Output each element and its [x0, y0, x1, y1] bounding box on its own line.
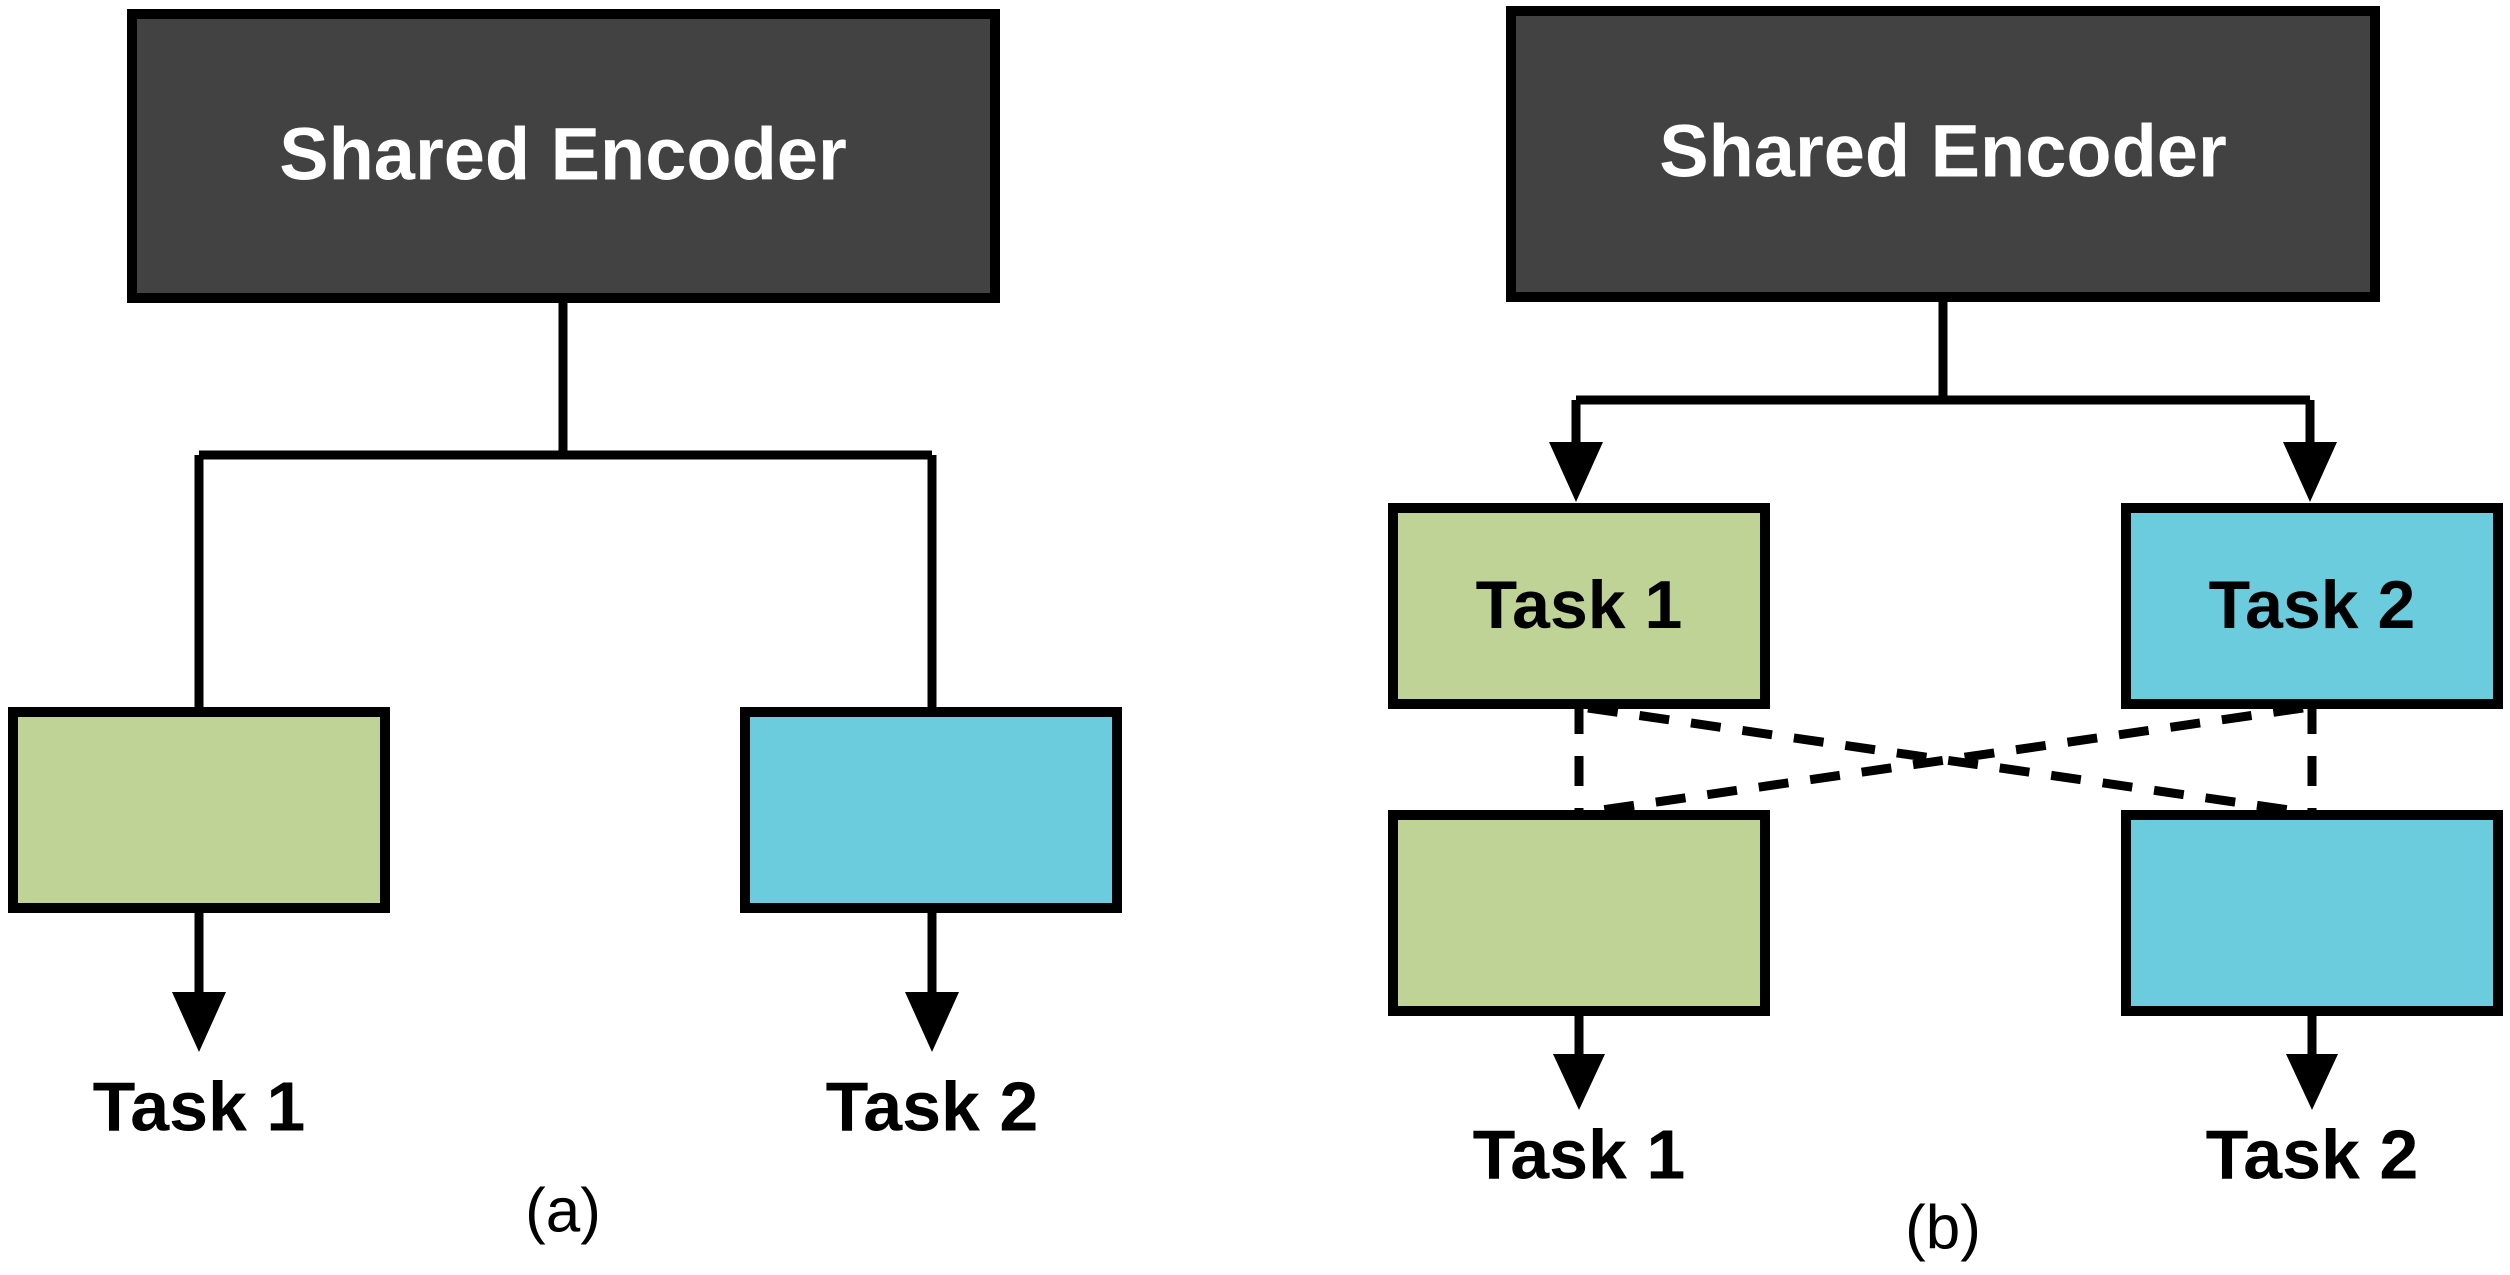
panel-b-group: Shared Encoder Task 1 Task 2 Task 1 Task… [1388, 6, 2503, 1262]
panel-a-caption: (a) [525, 1176, 601, 1245]
panel-b-task1-head-label: Task 1 [1476, 567, 1683, 643]
panel-a-task2-arrowhead-icon [905, 992, 959, 1052]
panel-b-caption: (b) [1905, 1193, 1981, 1262]
panel-b-task1-lower-box [1388, 810, 1770, 1016]
panel-a-shared-encoder-box [127, 9, 1000, 303]
panel-b-task2-head-label: Task 2 [2209, 567, 2416, 643]
panel-a-shared-encoder-label: Shared Encoder [279, 113, 847, 196]
panel-a-output-task2-label: Task 2 [826, 1067, 1039, 1145]
panel-a-output-task1-label: Task 1 [93, 1067, 306, 1145]
panel-a-task2-branch-box [740, 707, 1122, 913]
panel-b-task2-output-arrowhead-icon [2286, 1054, 2338, 1110]
panel-b-task2-head-box [2121, 503, 2503, 709]
panel-b-cross-edge-task1-to-task2 [1587, 703, 2304, 817]
panel-b-output-task2-label: Task 2 [2206, 1115, 2419, 1193]
panel-b-cross-edge-task2-to-task1 [1587, 703, 2304, 817]
panel-b-task2-lower-box [2121, 810, 2503, 1016]
panel-a-group: Shared Encoder Task 1 Task 2 (a) [8, 9, 1122, 1245]
panel-b-task2-head-arrowhead-icon [2283, 442, 2337, 502]
panel-b-task1-output-arrowhead-icon [1553, 1054, 1605, 1110]
panel-b-shared-encoder-label: Shared Encoder [1659, 110, 2227, 193]
panel-b-output-task1-label: Task 1 [1473, 1115, 1686, 1193]
panel-a-task1-arrowhead-icon [172, 992, 226, 1052]
panel-b-task1-head-arrowhead-icon [1549, 442, 1603, 502]
panel-a-task1-branch-box [8, 707, 390, 913]
panel-b-shared-encoder-box [1506, 6, 2380, 302]
